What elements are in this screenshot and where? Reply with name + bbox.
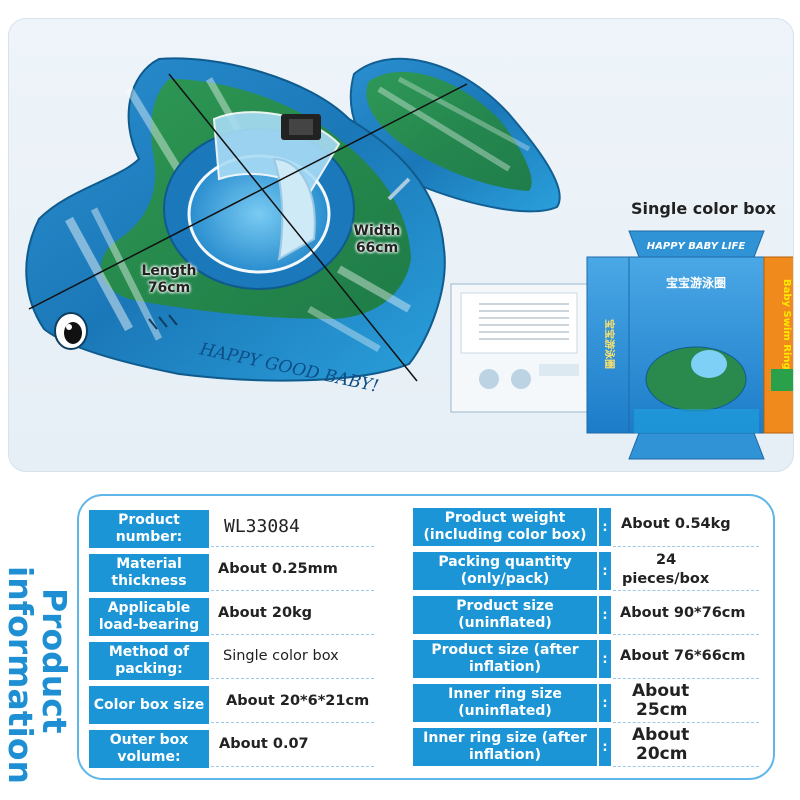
label-inner-ring-uninflated: Inner ring size (uninflated) xyxy=(413,684,597,722)
colon-marker: : xyxy=(599,552,611,590)
colon-marker: : xyxy=(599,728,611,766)
value-packing-method: Single color box xyxy=(223,648,339,664)
box-side-text: Baby Swim Ring xyxy=(781,279,792,370)
label-size-inflated: Product size (after inflation) xyxy=(413,640,597,678)
value-size-uninflated: About 90*76cm xyxy=(620,605,746,621)
seat xyxy=(163,111,411,290)
side-title-line1: Product xyxy=(35,588,74,734)
value-packing-quantity-number: 24 xyxy=(656,552,677,568)
label-material-thickness: Material thickness xyxy=(89,554,209,592)
value-load-bearing: About 20kg xyxy=(218,605,313,621)
value-size-inflated: About 76*66cm xyxy=(620,648,746,664)
label-outer-box-volume: Outer box volume: xyxy=(89,730,209,768)
value-inner-ring-inflated-label: About xyxy=(632,725,690,745)
separator xyxy=(211,722,374,723)
length-label: Length 76cm xyxy=(141,263,197,296)
product-illustration: HAPPY GOOD BABY! xyxy=(25,57,793,460)
separator xyxy=(211,634,374,635)
value-color-box-size: About 20*6*21cm xyxy=(226,693,370,709)
colon-marker: : xyxy=(599,684,611,722)
separator xyxy=(613,590,759,591)
colon-marker: : xyxy=(599,640,611,678)
separator xyxy=(211,766,374,767)
value-outer-box-volume: About 0.07 xyxy=(219,736,309,752)
separator xyxy=(211,546,374,547)
colon-marker: : xyxy=(599,508,611,546)
value-product-weight: About 0.54kg xyxy=(621,516,731,532)
separator xyxy=(613,766,759,767)
color-box-illustration: HAPPY BABY LIFE 宝宝游泳圈 Baby Swim Ring 宝宝游… xyxy=(450,230,793,460)
label-load-bearing: Applicable load-bearing xyxy=(89,598,209,636)
value-inner-ring-inflated-size: 20cm xyxy=(636,744,688,764)
value-product-number: WL33084 xyxy=(224,516,300,537)
separator xyxy=(613,634,759,635)
box-brand: HAPPY BABY LIFE xyxy=(647,241,746,252)
label-color-box-size: Color box size xyxy=(89,686,209,724)
label-product-number: Product number: xyxy=(89,510,209,548)
separator xyxy=(613,678,759,679)
box-side-name: 宝宝游泳圈 xyxy=(603,319,616,369)
separator xyxy=(613,546,759,547)
width-label: Width 66cm xyxy=(353,223,401,256)
label-size-uninflated: Product size (uninflated) xyxy=(413,596,597,634)
colon-marker: : xyxy=(599,596,611,634)
label-product-weight: Product weight (including color box) xyxy=(413,508,597,546)
width-dimension-line xyxy=(28,83,468,310)
separator xyxy=(613,722,759,723)
length-dimension-line xyxy=(168,73,418,382)
separator xyxy=(211,590,374,591)
product-photo-panel: HAPPY GOOD BABY! xyxy=(8,18,794,472)
value-material-thickness: About 0.25mm xyxy=(218,561,338,577)
value-inner-ring-uninflated-label: About xyxy=(632,681,690,701)
box-title: Single color box xyxy=(631,199,776,218)
value-inner-ring-uninflated-size: 25cm xyxy=(636,700,688,720)
side-title: Product information xyxy=(1,540,74,784)
box-name: 宝宝游泳圈 xyxy=(666,275,726,290)
label-packing-quantity: Packing quantity (only/pack) xyxy=(413,552,597,590)
label-packing-method: Method of packing: xyxy=(89,642,209,680)
label-inner-ring-inflated: Inner ring size (after inflation) xyxy=(413,728,597,766)
side-title-line2: information xyxy=(1,566,40,785)
value-packing-quantity-unit: pieces/box xyxy=(622,571,710,587)
separator xyxy=(211,678,374,679)
